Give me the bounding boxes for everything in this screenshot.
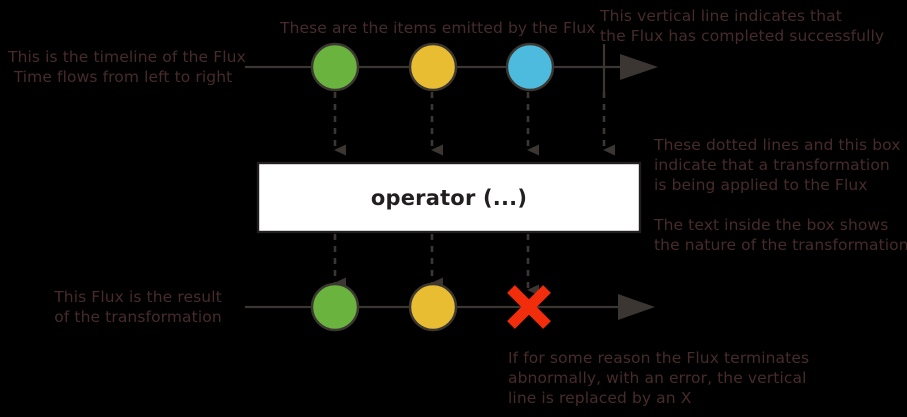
source-item-cyan [505,42,555,92]
flow-arrows-out-of-operator [333,234,539,296]
annotation-timeline-description: This is the timeline of the Flux Time fl… [8,48,246,86]
annotation-box-text-description: The text inside the box shows the nature… [654,216,907,254]
operator-box-label: operator (...) [370,185,528,210]
annotation-items-description: These are the items emitted by the Flux [280,19,596,37]
result-item-green [310,282,360,332]
annotation-error-description: If for some reason the Flux terminates a… [508,349,810,407]
result-timeline [245,282,655,332]
source-item-green [310,42,360,92]
source-item-yellow [408,42,458,92]
result-axis-arrowhead [618,294,655,320]
operator-box[interactable] [256,161,642,234]
source-timeline [245,42,658,92]
flow-arrows-into-operator [333,92,615,156]
annotation-completion-description: This vertical line indicates that the Fl… [600,7,885,45]
error-marker-x-icon [507,285,551,329]
annotation-result-description: This Flux is the result of the transform… [54,288,222,326]
result-item-yellow [408,282,458,332]
source-axis-arrowhead [620,54,658,80]
annotation-transformation-description: These dotted lines and this box indicate… [654,136,901,194]
